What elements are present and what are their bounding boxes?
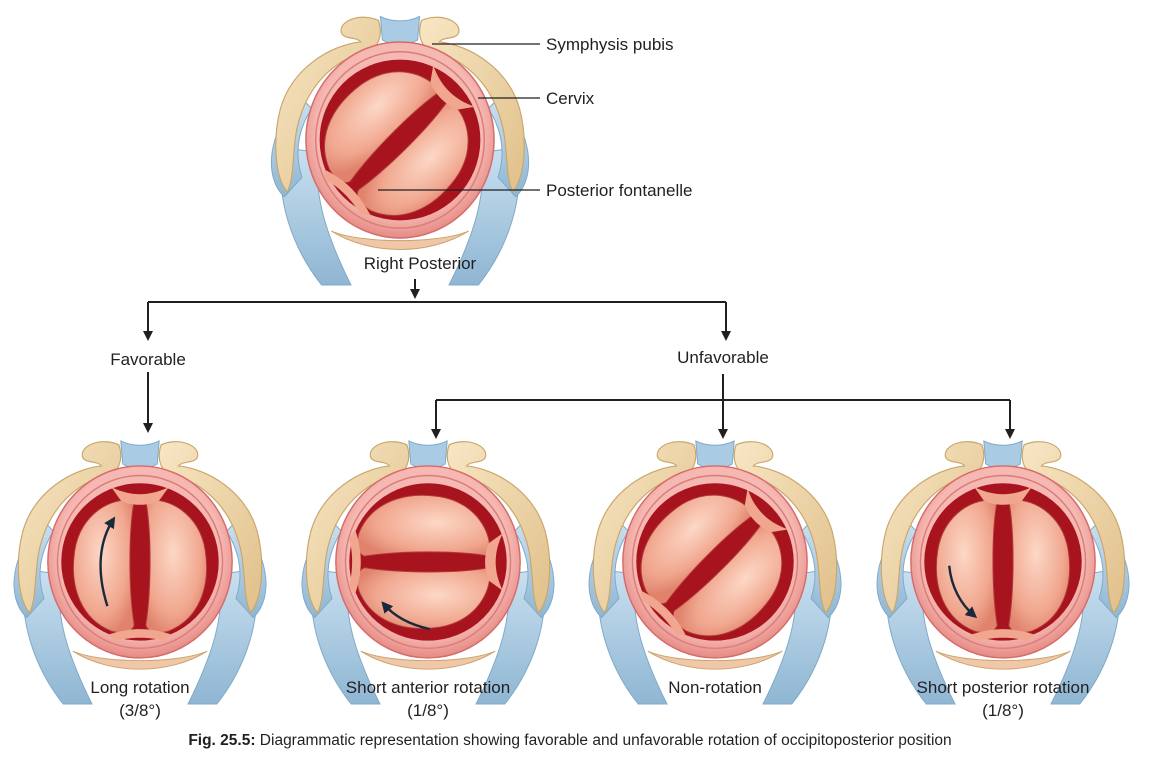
pelvis-non-rotation [589,441,841,704]
label-cervix: Cervix [546,89,595,108]
outcome-name-2: Short anterior rotation [346,678,510,697]
outcome-degree-2: (1/8°) [407,701,449,720]
figure-caption: Fig. 25.5: Diagrammatic representation s… [188,732,951,749]
caption-text: Diagrammatic representation showing favo… [256,732,952,749]
outcome-name-4: Short posterior rotation [917,678,1090,697]
outcome-name-1: Long rotation [90,678,189,697]
outcome-degree-1: (3/8°) [119,701,161,720]
label-root: Right Posterior [364,254,477,273]
label-unfavorable: Unfavorable [677,348,769,367]
pelvis-short-anterior [302,441,554,704]
label-favorable: Favorable [110,350,186,369]
outcome-degree-4: (1/8°) [982,701,1024,720]
label-fontanelle: Posterior fontanelle [546,181,692,200]
caption-number: Fig. 25.5: [188,732,255,749]
label-symphysis: Symphysis pubis [546,35,674,54]
top-pelvis [271,16,528,285]
pelvis-long-rotation [14,441,266,704]
tree-connectors [148,279,1010,436]
outcome-name-3: Non-rotation [668,678,762,697]
pelvis-short-posterior [877,441,1129,704]
